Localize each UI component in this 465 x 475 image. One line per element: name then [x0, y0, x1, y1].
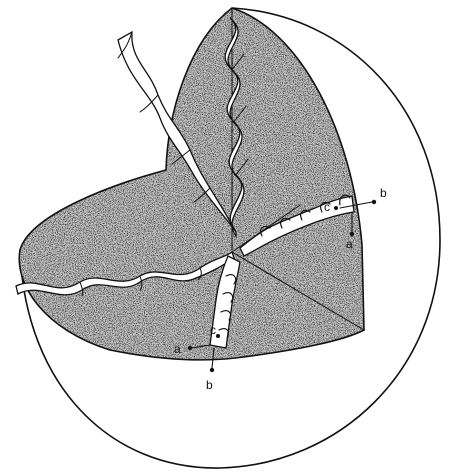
label-bottom-a: a: [174, 342, 181, 356]
label-bottom-b: b: [206, 378, 213, 392]
label-right-b: b: [380, 186, 387, 200]
right-arrow-dot-c: [334, 206, 338, 210]
label-right-c: c: [324, 200, 330, 214]
label-bottom-c: c: [210, 323, 216, 337]
right-arrow-dot-a: [350, 232, 354, 236]
right-arrow-dot-b: [372, 200, 376, 204]
label-right-a: a: [346, 237, 353, 251]
bottom-arrow-dot-c: [216, 334, 220, 338]
bottom-arrow-dot-b: [210, 368, 214, 372]
bottom-arrow-dot-a: [188, 346, 192, 350]
